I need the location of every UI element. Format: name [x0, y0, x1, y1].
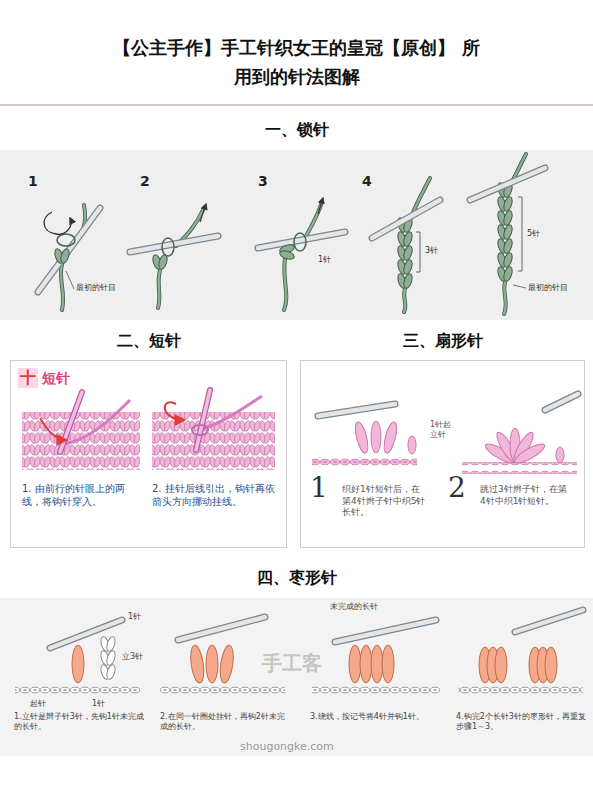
callout-text: 1针	[128, 612, 141, 622]
step-caption: 4.钩完2个长针3针的枣形针，再重复步骤1～3。	[456, 712, 588, 733]
step-caption: 2. 挂针后线引出，钩针再依箭头方向挪动挂线。	[152, 482, 277, 508]
callout-text: 起针	[30, 699, 46, 709]
callout-text: 最初的针目	[76, 283, 116, 293]
stitch-panel: 一、锁针	[0, 150, 593, 320]
step-number: 1	[28, 172, 38, 190]
callout-text: 未完成的长针	[330, 602, 378, 612]
step-number: 4	[362, 172, 372, 190]
panel-heading: 二、短针	[11, 331, 286, 352]
page-title: 【公主手作】手工针织女王的皇冠【原创】 所用到的针法图解	[111, 34, 482, 92]
watermark: 手工客	[262, 650, 322, 676]
callout-text: 1针起立针	[430, 420, 458, 441]
callout-text: 5针	[527, 229, 540, 239]
panel-heading: 三、扇形针	[301, 331, 584, 352]
step-number: 3	[258, 172, 268, 190]
stitch-panel: 三、扇形针	[300, 360, 585, 548]
step-number: 2	[448, 474, 466, 502]
panel-heading: 四、枣形针	[0, 568, 593, 589]
step-number: 2	[140, 172, 150, 190]
stitch-panel: 二、短针	[10, 360, 287, 548]
callout-text: 最初的针目	[528, 283, 568, 293]
callout-text: 3针	[425, 246, 438, 256]
stitch-name: 短针	[42, 368, 70, 388]
step-number: 1	[310, 474, 328, 502]
watermark: shougongke.com	[240, 740, 334, 754]
step-caption: 织好1针短针后，在第4针辫子针中织5针长针。	[342, 484, 428, 519]
panel-heading: 一、锁针	[0, 120, 593, 141]
step-caption: 1.立针是辫子针3针，先钩1针未完成的长针。	[14, 712, 146, 733]
stitch-symbol: 十	[18, 368, 38, 388]
stitch-panel: 四、枣形针	[0, 598, 593, 756]
step-caption: 跳过3针辫子针，在第4针中织1针短针。	[480, 484, 570, 507]
step-caption: 2.在同一针圈处挂针，再钩2针未完成的长针。	[160, 712, 292, 733]
step-caption: 1. 由前行的针眼上的两线，将钩针穿入。	[22, 482, 140, 508]
callout-text: 1针	[318, 255, 331, 265]
callout-text: 1针	[92, 699, 105, 709]
callout-text: 立3针	[122, 652, 143, 662]
step-caption: 3.绕线，按记号将4针并钩1针。	[310, 712, 445, 722]
